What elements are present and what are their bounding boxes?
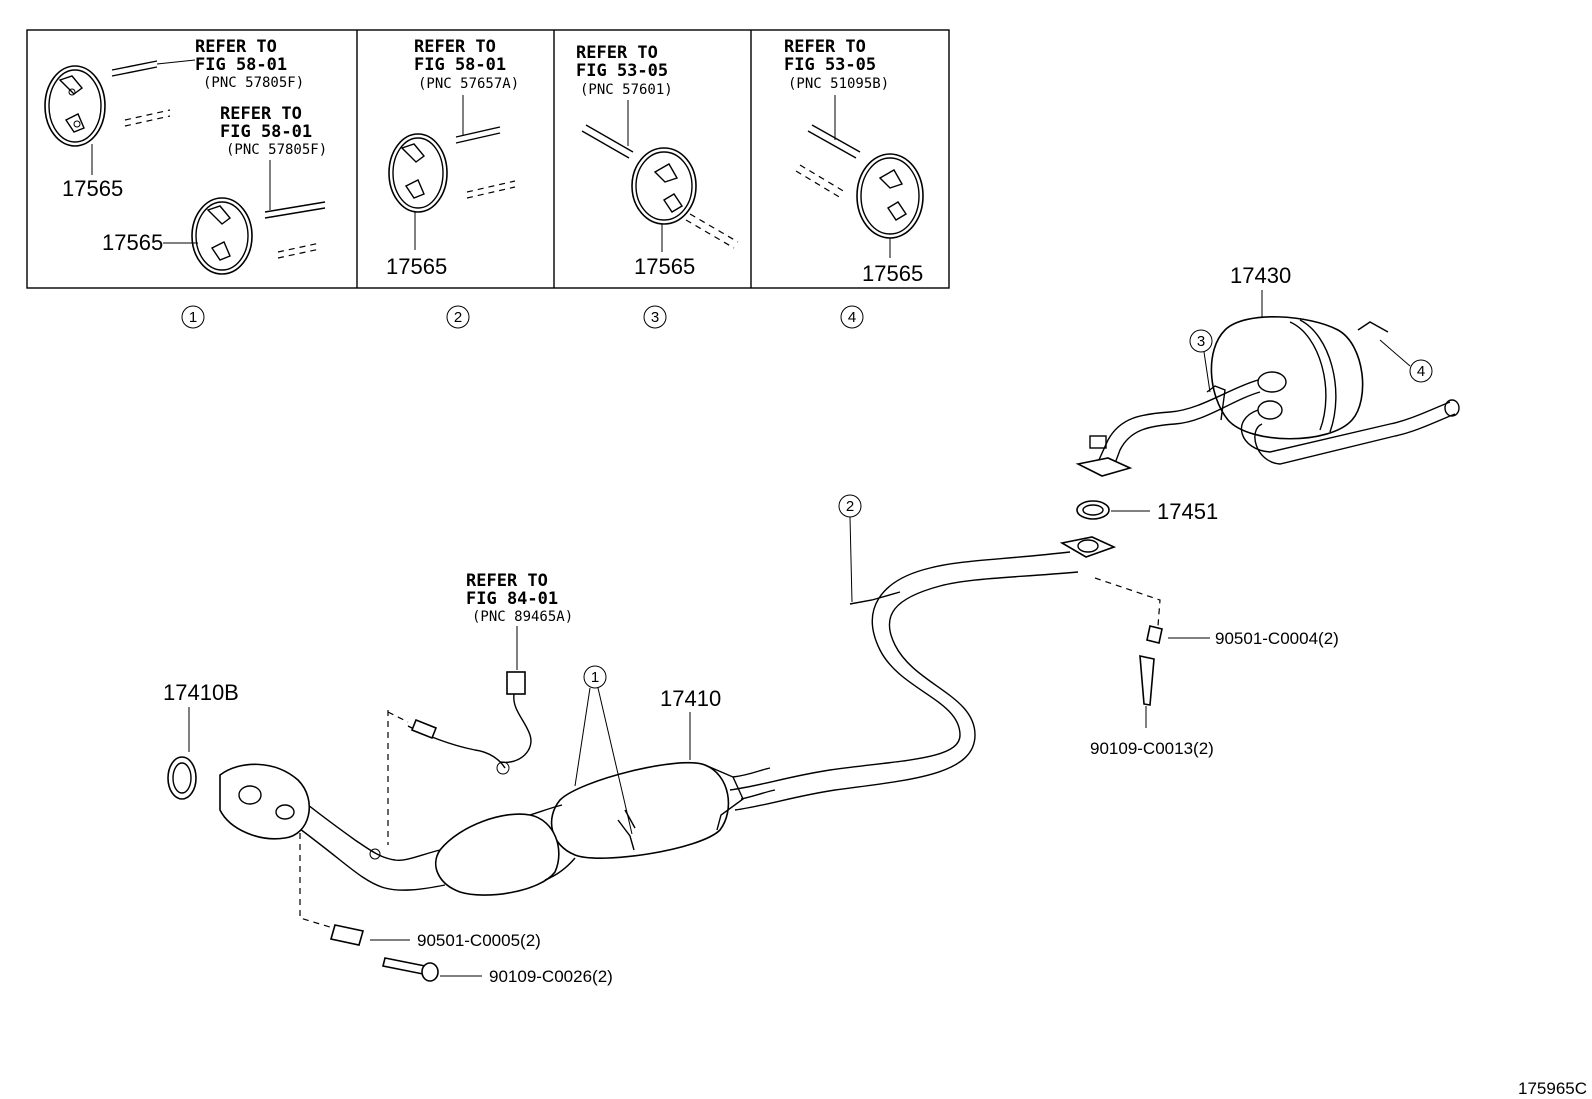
inset-circle-labels: 1 2 3 4 (181, 305, 864, 329)
front-pipe-assembly (219, 761, 776, 896)
bolt-rear-part-number: 90109-C0013(2) (1090, 739, 1214, 758)
hanger-rubber-icon (388, 133, 448, 213)
inset-4-ref-line1: REFER TO (784, 37, 866, 57)
inset-1-part-a: 17565 (62, 176, 123, 201)
muffler-assembly: 17430 (1075, 263, 1460, 477)
callout-1-main: 1 (574, 665, 633, 835)
inset-2-ref-pnc: (PNC 57657A) (418, 76, 519, 92)
callout-1-number: 1 (591, 669, 599, 686)
inset-1-ref-a-line1: REFER TO (195, 37, 277, 57)
gasket-front-part-number: 17410B (163, 680, 239, 705)
inset-circle-1: 1 (189, 309, 197, 326)
inset-1: REFER TO FIG 58-01 (PNC 57805F) REFER TO… (44, 37, 327, 275)
gasket-rear-part-number: 17451 (1157, 499, 1218, 524)
callout-2-number: 2 (846, 498, 854, 515)
inset-1-part-b: 17565 (102, 230, 163, 255)
front-pipe-part-number: 17410 (660, 686, 721, 711)
callout-3-number: 3 (1197, 333, 1205, 350)
center-pipe (729, 536, 1117, 811)
inset-3-ref-line1: REFER TO (576, 43, 658, 63)
inset-2-ref-line1: REFER TO (414, 37, 496, 57)
inset-panel (26, 29, 950, 289)
inset-4-ref-line2: FIG 53-05 (784, 55, 876, 75)
inset-3-ref-line2: FIG 53-05 (576, 61, 668, 81)
inset-2-part: 17565 (386, 254, 447, 279)
callout-4-number: 4 (1417, 363, 1425, 380)
sensor-ref-line2: FIG 84-01 (466, 589, 558, 609)
inset-2: REFER TO FIG 58-01 (PNC 57657A) 17565 (386, 37, 519, 279)
hanger-rubber-icon (44, 65, 106, 147)
spring-rear-part-number: 90501-C0004(2) (1215, 629, 1339, 648)
hanger-rubber-icon (856, 153, 924, 239)
inset-1-ref-b-pnc: (PNC 57805F) (226, 142, 327, 158)
front-pipe-label: 17410 (660, 686, 721, 760)
inset-1-ref-b-line2: FIG 58-01 (220, 122, 312, 142)
inset-4-ref-pnc: (PNC 51095B) (788, 76, 889, 92)
rear-fasteners: 90501-C0004(2) 90109-C0013(2) (1090, 577, 1339, 758)
inset-3-part: 17565 (634, 254, 695, 279)
inset-circle-3: 3 (651, 309, 659, 326)
spring-front-part-number: 90501-C0005(2) (417, 931, 541, 950)
inset-3: REFER TO FIG 53-05 (PNC 57601) 17565 (576, 43, 739, 279)
callout-3-main: 3 (1189, 329, 1213, 393)
front-fasteners: 90501-C0005(2) 90109-C0026(2) (299, 833, 613, 986)
bolt-front-part-number: 90109-C0026(2) (489, 967, 613, 986)
inset-circle-4: 4 (848, 309, 856, 326)
callout-2-main: 2 (838, 494, 862, 603)
inset-1-ref-a-line2: FIG 58-01 (195, 55, 287, 75)
hanger-rubber-icon (631, 147, 697, 225)
inset-1-ref-b-line1: REFER TO (220, 104, 302, 124)
inset-circle-2: 2 (454, 309, 462, 326)
inset-4-part: 17565 (862, 261, 923, 286)
muffler-part-number: 17430 (1230, 263, 1291, 288)
inset-4: REFER TO FIG 53-05 (PNC 51095B) 17565 (784, 37, 924, 286)
inset-3-ref-pnc: (PNC 57601) (580, 82, 673, 98)
hanger-rubber-icon (191, 197, 253, 275)
sensor-ref-pnc: (PNC 89465A) (472, 609, 573, 625)
inset-2-ref-line2: FIG 58-01 (414, 55, 506, 75)
gasket-front: 17410B (163, 680, 239, 800)
callout-4-main: 4 (1379, 339, 1433, 383)
inset-1-ref-a-pnc: (PNC 57805F) (203, 75, 304, 91)
figure-id: 175965C (1518, 1079, 1587, 1098)
gasket-rear: 17451 (1076, 499, 1218, 524)
sensor-ref-line1: REFER TO (466, 571, 548, 591)
oxygen-sensor: REFER TO FIG 84-01 (PNC 89465A) (387, 571, 573, 845)
